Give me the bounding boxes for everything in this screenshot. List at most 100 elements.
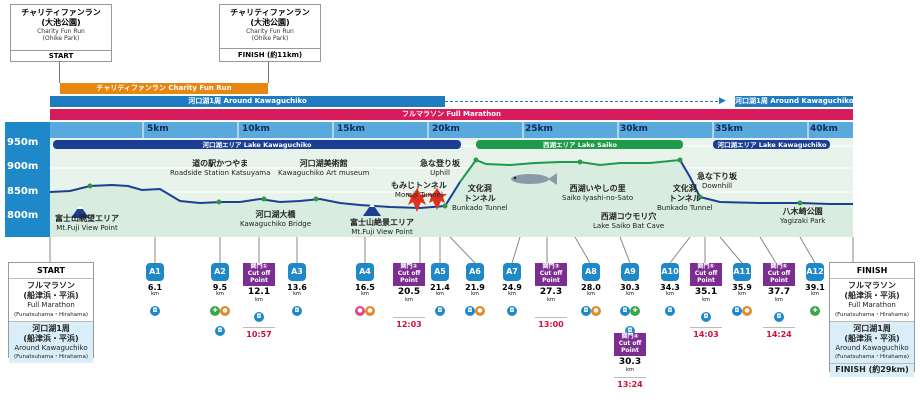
area-kawaguchiko-1-label: 河口湖エリア Lake Kawaguchiko xyxy=(202,140,312,149)
km-mark-10: 10km xyxy=(242,124,270,134)
cutoff-km: 30.3 xyxy=(618,356,642,367)
finish-full-marathon: フルマラソン(船津浜・平浜)Full Marathon(Funatsuhama・… xyxy=(835,281,909,318)
toilet-icon: ◘ xyxy=(507,306,517,316)
aid-km: 21.4 xyxy=(430,283,450,292)
elev-label-950: 950m xyxy=(7,137,39,148)
aid-unit: km xyxy=(436,291,444,297)
elevation-axis-bg xyxy=(5,122,50,237)
cutoff-unit: km xyxy=(405,296,413,303)
charity-start-label: START xyxy=(11,50,111,61)
km-axis-bg xyxy=(50,122,853,138)
elev-label-850: 850m xyxy=(7,186,39,197)
sweets-icon: ● xyxy=(355,306,365,316)
area-kawaguchiko-2 xyxy=(713,140,830,149)
cutoff-time: 13:24 xyxy=(614,376,646,389)
fish-icon xyxy=(511,173,557,185)
aid-km: 6.1 xyxy=(147,283,163,292)
aid-unit: km xyxy=(471,291,479,297)
finish-title: FINISH xyxy=(830,263,914,279)
elev-label-900: 900m xyxy=(7,161,39,172)
km-mark-35: 35km xyxy=(715,124,743,134)
cutoff-km: 12.1 xyxy=(247,286,271,297)
finish-panel: FINISH フルマラソン(船津浜・平浜)Full Marathon(Funat… xyxy=(829,262,915,378)
km-mark-20: 20km xyxy=(432,124,460,134)
charity-start-en: Charity Fun Run(Ohike Park) xyxy=(37,28,85,43)
area-kawaguchiko-1 xyxy=(53,140,461,149)
cutoff-km: 35.1 xyxy=(694,286,718,297)
area-saiko xyxy=(476,140,683,149)
mount-fuji-icon xyxy=(363,203,381,216)
toilet-icon: ◘ xyxy=(215,326,225,336)
food-icon: ● xyxy=(591,306,601,316)
aid-badge: A5 xyxy=(431,263,449,281)
charity-bar: チャリティファンラン Charity Fun Run xyxy=(60,83,268,94)
mount-fuji-icon xyxy=(71,205,89,218)
toilet-icon: ◘ xyxy=(150,306,160,316)
cutoff-unit: km xyxy=(255,296,263,303)
charity-start-box: チャリティファンラン(大池公園) Charity Fun Run(Ohike P… xyxy=(10,4,112,62)
profile-line-saiko xyxy=(459,158,681,183)
full-marathon-bar: フルマラソン Full Marathon xyxy=(50,109,853,120)
cutoff-time: 14:24 xyxy=(763,326,795,339)
aid-badge: A1 xyxy=(146,263,164,281)
aid-km: 21.9 xyxy=(465,283,485,292)
aid-km: 35.9 xyxy=(732,283,752,292)
aid-unit: km xyxy=(666,291,674,297)
charity-start-line xyxy=(59,61,60,83)
aid-unit: km xyxy=(293,291,301,297)
food-icon: ● xyxy=(220,306,230,316)
aid-km: 28.0 xyxy=(581,283,601,292)
start-full-marathon: フルマラソン(船津浜・平浜)Full Marathon(Funatsuhama・… xyxy=(14,281,88,318)
around-bar: 河口湖1周 Around Kawaguchiko xyxy=(50,96,445,107)
aid-unit: km xyxy=(216,291,224,297)
aid-unit: km xyxy=(151,291,159,297)
medical-icon: ✚ xyxy=(630,306,640,316)
toilet-icon: ◘ xyxy=(732,306,742,316)
aid-badge: A4 xyxy=(356,263,374,281)
elevation-profile: 河口湖エリア Lake Kawaguchiko 西湖エリア Lake Saiko… xyxy=(5,122,853,237)
aid-badge: A10 xyxy=(661,263,679,281)
aid-unit: km xyxy=(811,291,819,297)
profile-dots xyxy=(87,157,803,209)
charity-finish-box: チャリティファンラン(大池公園) Charity Fun Run(Ohike P… xyxy=(219,4,321,62)
elev-label-800: 800m xyxy=(7,210,39,221)
aid-km: 16.5 xyxy=(355,283,375,292)
cutoff-time: 12:03 xyxy=(393,316,425,329)
charity-finish-jp: チャリティファンラン(大池公園) xyxy=(230,8,310,27)
aid-badge: A11 xyxy=(733,263,751,281)
cutoff-km: 20.5 xyxy=(397,286,421,297)
toilet-icon: ◘ xyxy=(435,306,445,316)
aid-km: 34.3 xyxy=(660,283,680,292)
aid-unit: km xyxy=(508,291,516,297)
toilet-icon: ◘ xyxy=(581,306,591,316)
aid-unit: km xyxy=(361,291,369,297)
start-title: START xyxy=(9,263,93,279)
aid-unit: km xyxy=(738,291,746,297)
toilet-icon: ◘ xyxy=(292,306,302,316)
cutoff-km: 27.3 xyxy=(539,286,563,297)
start-panel: START フルマラソン(船津浜・平浜)Full Marathon(Funats… xyxy=(8,262,94,364)
station-connectors xyxy=(49,237,854,264)
around-dashed-line xyxy=(445,101,723,102)
